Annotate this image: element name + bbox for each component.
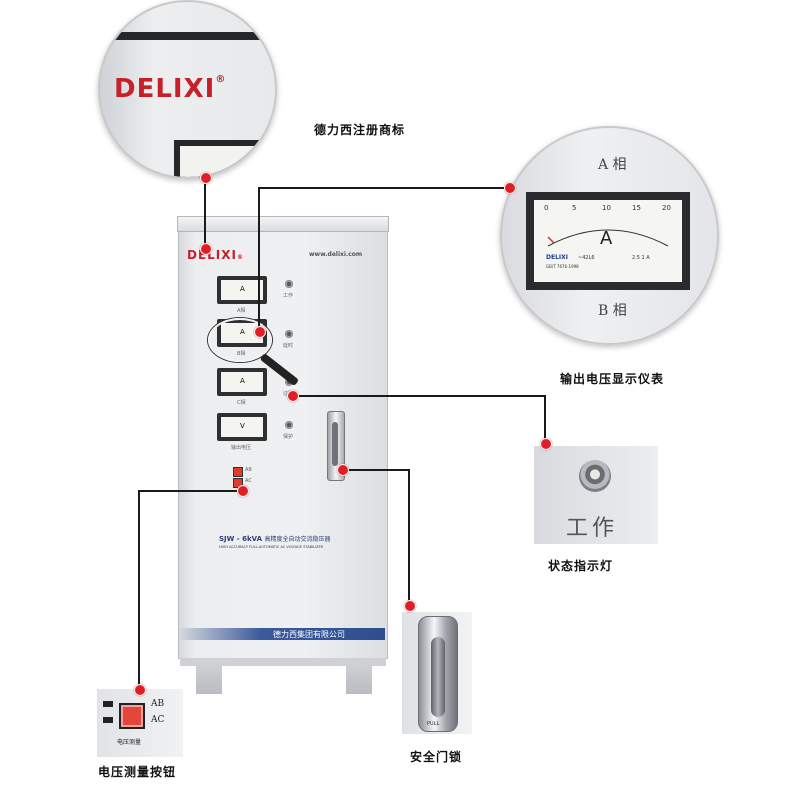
button-detail-ac: AC xyxy=(151,715,165,725)
meter-maker: DELIXI xyxy=(546,254,568,261)
marker-button-cabinet xyxy=(237,485,249,497)
button-detail-icon-ac xyxy=(103,717,113,723)
lamp-label: 保护 xyxy=(283,434,294,440)
cabinet-meter-label: 输出电压 xyxy=(231,445,252,451)
marker-trademark-circle xyxy=(200,172,212,184)
model-number: SJW - 6kVA xyxy=(219,535,263,543)
model-english: HIGH ACCURACY FULL-AUTOMATIC AC VOLTAGE … xyxy=(219,545,324,549)
meter-unit-label: A xyxy=(600,228,613,249)
lamp-label: 延时 xyxy=(283,343,294,349)
magnifier-lens xyxy=(208,318,272,362)
button-detail-ab: AB xyxy=(151,699,165,709)
button-detail-icon-ab xyxy=(103,701,113,707)
company-stripe: 德力西集团有限公司 xyxy=(179,628,385,640)
meter-model: ~42L6 xyxy=(578,255,595,261)
cabinet-base xyxy=(180,658,386,666)
cabinet-meter-v: V xyxy=(217,413,267,441)
marker-meter-cabinet xyxy=(254,326,266,338)
button-detail-red-button[interactable] xyxy=(119,703,145,729)
measure-label-ab: AB xyxy=(245,467,252,473)
meter-class: 2.5 1 A xyxy=(632,255,650,261)
caption-indicator: 状态指示灯 xyxy=(548,559,614,573)
connector-lock-h xyxy=(342,469,410,471)
connector-meter-v xyxy=(258,188,260,330)
connector-indicator-h xyxy=(292,395,546,397)
trademark-detail-circle: DELIXI® xyxy=(98,0,277,179)
connector-button-h xyxy=(138,490,242,492)
indicator-detail-panel: 工作 xyxy=(534,446,658,544)
meter-unit: A xyxy=(240,285,245,293)
cabinet-meter-label: A相 xyxy=(237,308,246,314)
marker-lock-cabinet xyxy=(337,464,349,476)
cabinet-meter-label: C相 xyxy=(237,400,246,406)
cabinet-website: www.delixi.com xyxy=(309,251,363,258)
marker-indicator-cabinet xyxy=(287,390,299,402)
marker-button-panel xyxy=(134,684,146,696)
lamp-label: 工作 xyxy=(283,293,294,299)
lamp-work xyxy=(285,280,293,288)
meter-detail-circle: A 相 0 5 10 15 20 A DELIXI ~42L6 2.5 1 A … xyxy=(500,126,719,345)
connector-button-v xyxy=(138,490,140,690)
lamp-delay xyxy=(285,330,293,338)
meter-arc xyxy=(547,229,669,247)
lock-detail-panel: PULL xyxy=(402,612,472,734)
cabinet-foot-right xyxy=(346,664,372,694)
connector-lock-v xyxy=(408,469,410,605)
company-name: 德力西集团有限公司 xyxy=(273,630,345,639)
caption-button: 电压测量按钮 xyxy=(98,765,177,779)
meter-detail-top-label: A 相 xyxy=(598,157,627,173)
button-detail-panel: AB AC 电压测量 xyxy=(97,689,183,757)
cabinet-meter-c: A xyxy=(217,368,267,396)
caption-trademark: 德力西注册商标 xyxy=(314,123,406,137)
marker-indicator-panel xyxy=(540,438,552,450)
stabilizer-cabinet: DELIXI® www.delixi.com A A相 A B相 A C相 V … xyxy=(177,216,389,659)
meter-unit: A xyxy=(240,377,245,385)
lamp-protect xyxy=(285,421,293,429)
button-detail-caption: 电压测量 xyxy=(117,739,142,746)
caption-meter: 输出电压显示仪表 xyxy=(560,372,665,386)
door-handle[interactable] xyxy=(327,411,345,481)
lock-handle[interactable]: PULL xyxy=(418,616,458,732)
meter-detail-bottom-label: B 相 xyxy=(598,303,627,319)
meter-detail-body: 0 5 10 15 20 A DELIXI ~42L6 2.5 1 A GB/T… xyxy=(526,192,690,290)
model-line: SJW - 6kVA 高精度全自动交流稳压器 xyxy=(219,534,331,543)
marker-meter-circle xyxy=(504,182,516,194)
meter-unit: V xyxy=(240,422,245,430)
marker-trademark-cabinet xyxy=(200,243,212,255)
model-chinese: 高精度全自动交流稳压器 xyxy=(264,536,331,543)
measure-label-ac: AC xyxy=(245,478,252,484)
meter-standard: GB/T 7676-1998 xyxy=(546,264,579,269)
cabinet-foot-left xyxy=(196,664,222,694)
connector-meter-h xyxy=(258,187,510,189)
trademark-logo: DELIXI® xyxy=(114,74,227,104)
marker-lock-panel xyxy=(404,600,416,612)
caption-lock: 安全门锁 xyxy=(410,750,463,764)
cabinet-lid xyxy=(177,216,389,232)
lock-pull-label: PULL xyxy=(427,721,440,727)
cabinet-brand-logo: DELIXI® xyxy=(187,248,244,262)
indicator-lamp xyxy=(579,460,611,492)
indicator-label: 工作 xyxy=(566,516,619,541)
connector-indicator-v xyxy=(544,395,546,443)
connector-trademark xyxy=(204,177,206,247)
measure-button-ab[interactable] xyxy=(233,467,243,477)
